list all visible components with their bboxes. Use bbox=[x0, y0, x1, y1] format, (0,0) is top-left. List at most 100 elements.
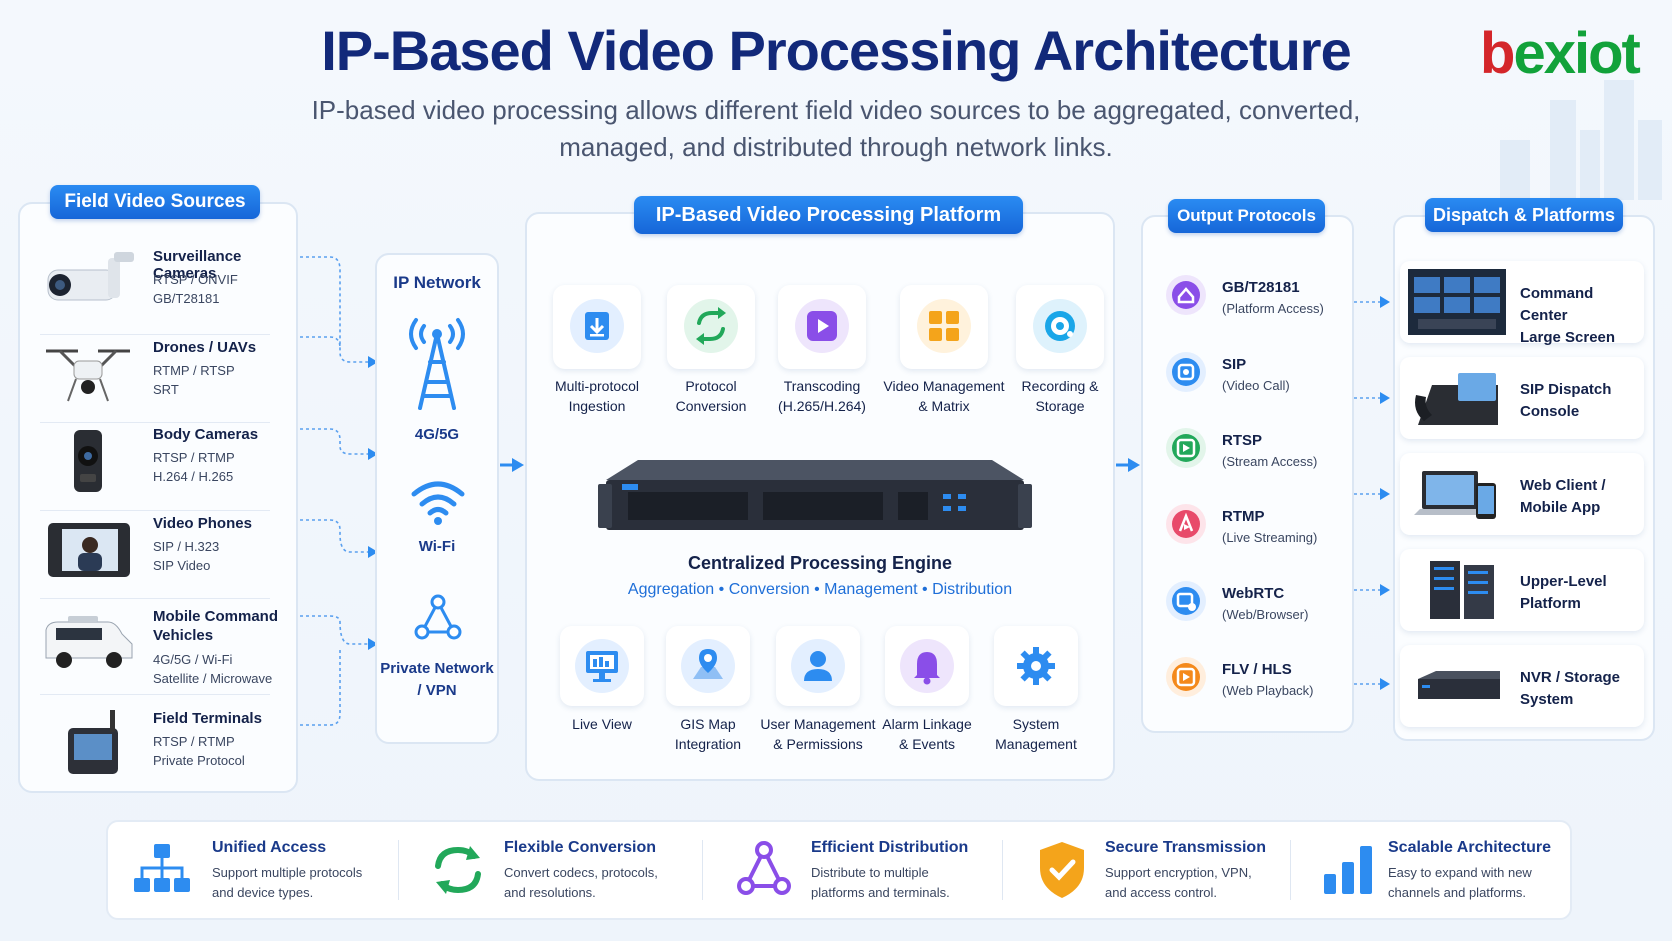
laptop-phone-icon bbox=[1414, 471, 1496, 519]
bar-chart-icon bbox=[1324, 846, 1372, 894]
output-icon-webrtc bbox=[1166, 581, 1206, 621]
divider bbox=[40, 598, 270, 599]
source-name: Video Phones bbox=[153, 515, 252, 532]
module-user-management[interactable] bbox=[776, 626, 860, 706]
dispatch-item-web-mobile[interactable]: Web Client /Mobile App bbox=[1400, 453, 1644, 535]
server-appliance-icon bbox=[598, 460, 1032, 530]
module-label: Recording &Storage bbox=[1021, 378, 1099, 414]
divider bbox=[40, 510, 270, 511]
source-name: Drones / UAVs bbox=[153, 339, 257, 356]
output-sub: (Video Call) bbox=[1222, 378, 1290, 393]
cell-tower-icon bbox=[409, 318, 465, 410]
output-icon-flv-hls bbox=[1166, 657, 1206, 697]
server-rack-icon bbox=[1430, 561, 1494, 619]
arrow-to-outputs bbox=[1116, 458, 1140, 472]
feature-title: Scalable Architecture bbox=[1388, 839, 1552, 856]
feature-title: Flexible Conversion bbox=[504, 839, 657, 856]
output-sub: (Stream Access) bbox=[1222, 454, 1318, 469]
dispatch-label: Web Client /Mobile App bbox=[1520, 477, 1606, 516]
terminal-icon bbox=[68, 710, 118, 774]
module-label: Alarm Linkage& Events bbox=[882, 716, 972, 752]
output-sub: (Live Streaming) bbox=[1222, 530, 1318, 545]
divider bbox=[1002, 840, 1003, 900]
vehicle-icon bbox=[45, 616, 133, 668]
module-system-management[interactable] bbox=[994, 626, 1078, 706]
bell-icon bbox=[914, 652, 940, 685]
divider bbox=[40, 694, 270, 695]
output-name: RTSP bbox=[1222, 432, 1263, 449]
arrow-to-platform bbox=[500, 458, 524, 472]
divider bbox=[1290, 840, 1291, 900]
divider bbox=[702, 840, 703, 900]
nvr-icon bbox=[1418, 671, 1500, 699]
output-name: SIP bbox=[1222, 356, 1247, 373]
video-phone-icon bbox=[48, 523, 130, 577]
module-live-view[interactable] bbox=[560, 626, 644, 706]
source-name: Surveillance Cameras bbox=[153, 248, 242, 282]
module-video-management-matrix[interactable] bbox=[900, 285, 988, 369]
gear-icon bbox=[1017, 647, 1055, 685]
output-name: RTMP bbox=[1222, 508, 1265, 525]
map-pin-icon bbox=[693, 649, 723, 679]
module-gis-map[interactable] bbox=[666, 626, 750, 706]
play-icon bbox=[807, 311, 837, 341]
camera-icon bbox=[47, 252, 134, 301]
network-nodes-icon bbox=[414, 594, 462, 640]
network-label-4g5g: 4G/5G bbox=[414, 426, 460, 443]
refresh-icon bbox=[435, 846, 481, 894]
network-heading: IP Network bbox=[393, 273, 481, 292]
dispatch-heading: Dispatch & Platforms bbox=[1425, 198, 1623, 232]
module-alarm-linkage[interactable] bbox=[885, 626, 969, 706]
sources-heading: Field Video Sources bbox=[50, 185, 260, 219]
output-icon-rtmp bbox=[1166, 504, 1206, 544]
shield-check-icon bbox=[1040, 842, 1084, 898]
module-label: Live View bbox=[572, 716, 632, 732]
sync-icon bbox=[696, 307, 726, 345]
brand-logo: bexiot bbox=[1480, 21, 1641, 86]
source-connectors bbox=[300, 256, 378, 726]
output-icon-gbt bbox=[1166, 275, 1206, 315]
module-protocol-conversion[interactable] bbox=[667, 285, 755, 369]
engine-features: Aggregation • Conversion • Management • … bbox=[627, 581, 1013, 598]
module-label: User Management& Permissions bbox=[760, 716, 876, 752]
hierarchy-icon bbox=[134, 844, 190, 892]
subtitle-line-1: IP-based video processing allows differe… bbox=[311, 95, 1361, 125]
feature-title: Efficient Distribution bbox=[811, 839, 969, 856]
feature-title: Secure Transmission bbox=[1105, 839, 1266, 856]
wifi-icon bbox=[411, 481, 465, 525]
divider bbox=[398, 840, 399, 900]
output-name: FLV / HLS bbox=[1222, 661, 1292, 678]
module-multi-protocol-ingestion[interactable] bbox=[553, 285, 641, 369]
output-name: WebRTC bbox=[1222, 585, 1285, 602]
download-icon bbox=[585, 312, 609, 340]
module-label: Video Management& Matrix bbox=[883, 378, 1005, 414]
module-transcoding[interactable] bbox=[778, 285, 866, 369]
feature-desc: Convert codecs, protocols,and resolution… bbox=[504, 865, 658, 900]
module-recording-storage[interactable] bbox=[1016, 285, 1104, 369]
features-bar bbox=[106, 820, 1572, 920]
